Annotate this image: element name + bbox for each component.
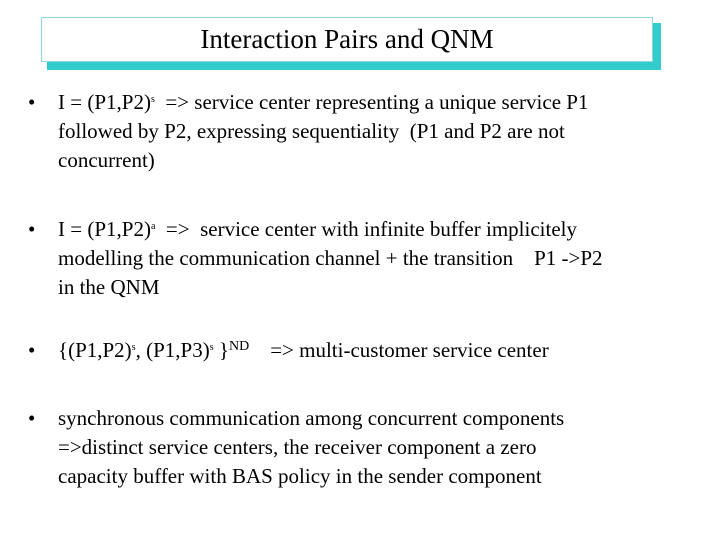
text-run: I = (P1,P2) (58, 90, 151, 114)
bullet-dot: • (28, 406, 36, 430)
bullet-line: capacity buffer with BAS policy in the s… (58, 464, 542, 488)
bullet-line: synchronous communication among concurre… (58, 406, 565, 430)
bullet-dot: • (28, 338, 36, 362)
bullet-line: followed by P2, expressing sequentiality… (58, 119, 565, 143)
page-title: Interaction Pairs and QNM (200, 24, 494, 54)
bullet-text: synchronous communication among concurre… (58, 404, 564, 491)
text-run: => multi-customer service center (249, 338, 549, 362)
bullet-dot: • (28, 90, 36, 114)
superscript: s (209, 342, 214, 353)
bullet-line: I = (P1,P2)s => service center represent… (58, 88, 588, 117)
text-run: {(P1,P2) (58, 338, 132, 362)
text-run: , (P1,P3) (135, 338, 210, 362)
text-run: => service center representing a unique … (154, 90, 589, 114)
bullet-line: =>distinct service centers, the receiver… (58, 435, 537, 459)
bullet-line: {(P1,P2)s, (P1,P3)s }ND => multi-custome… (58, 336, 549, 365)
bullet-line: concurrent) (58, 148, 155, 172)
bullet-line: modelling the communication channel + th… (58, 246, 603, 270)
text-run: => service center with infinite buffer i… (155, 217, 577, 241)
title-box: Interaction Pairs and QNM (41, 17, 653, 62)
superscript: s (150, 94, 155, 105)
bullet-line: I = (P1,P2)a => service center with infi… (58, 215, 603, 244)
text-run: I = (P1,P2) (58, 217, 151, 241)
bullet-text: {(P1,P2)s, (P1,P3)s }ND => multi-custome… (58, 336, 549, 365)
superscript-nd: ND (228, 339, 250, 354)
superscript: s (131, 342, 136, 353)
bullet-text: I = (P1,P2)a => service center with infi… (58, 215, 603, 302)
bullet-text: I = (P1,P2)s => service center represent… (58, 88, 588, 175)
bullet-dot: • (28, 217, 36, 241)
text-run: } (213, 338, 229, 362)
superscript: a (150, 221, 156, 232)
bullet-line: in the QNM (58, 275, 160, 299)
